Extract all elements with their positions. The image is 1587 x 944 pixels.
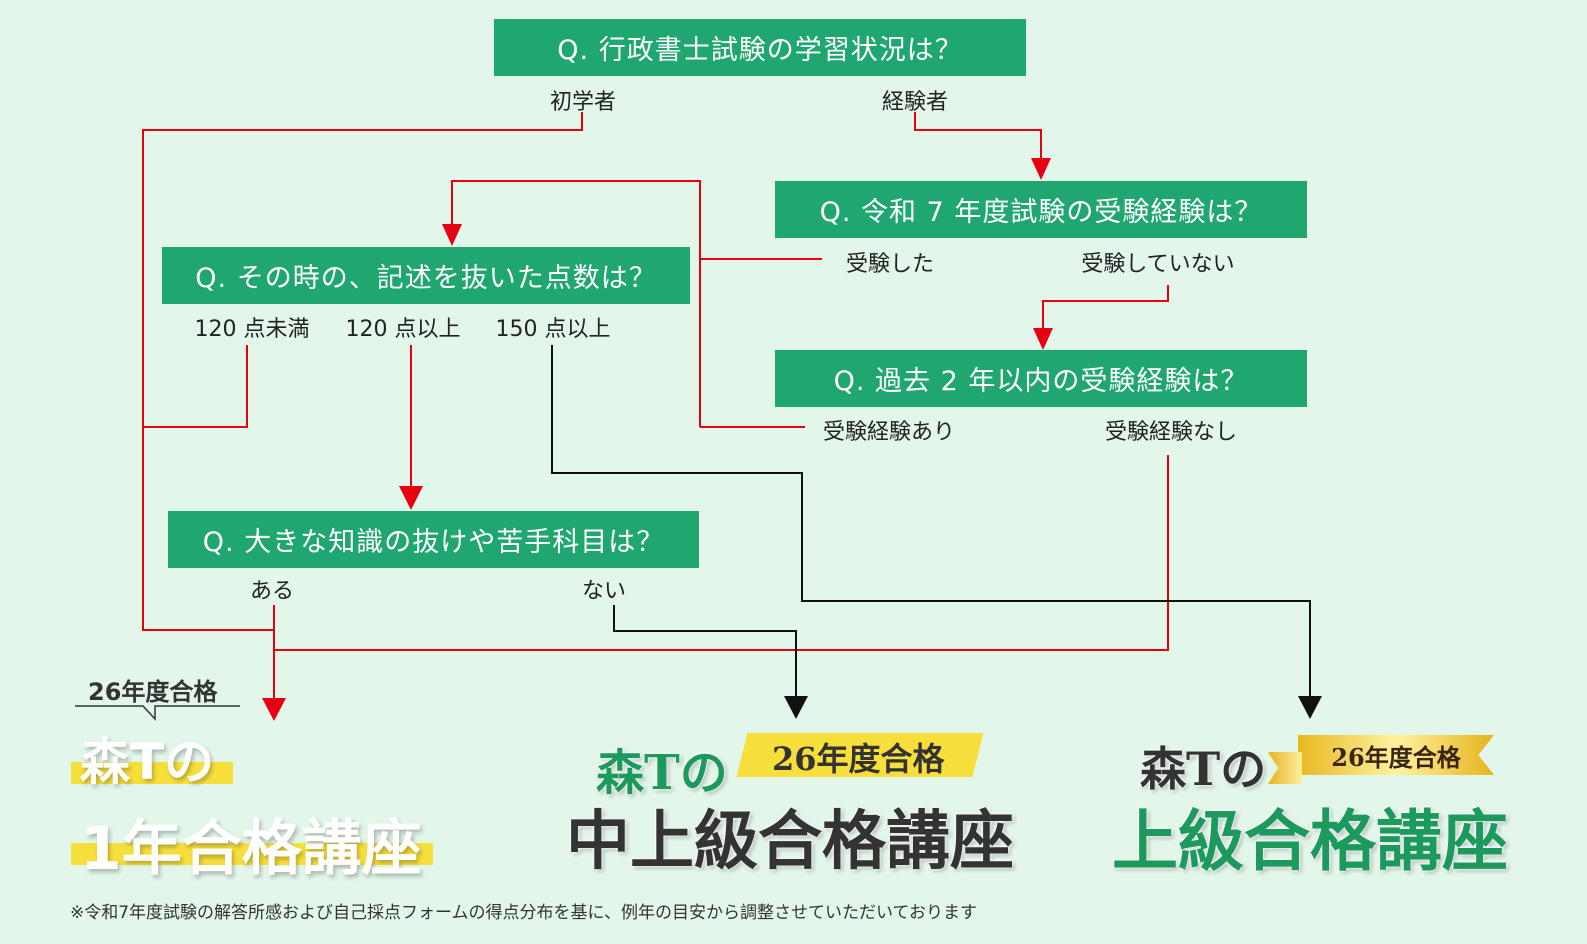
connector-to-q3 bbox=[451, 180, 701, 427]
option-took-exam[interactable]: 受験した bbox=[845, 252, 935, 277]
result-1-line1: 森Tの bbox=[80, 733, 215, 791]
option-under-120[interactable]: 120 点未満 bbox=[194, 317, 310, 342]
option-150-plus[interactable]: 150 点以上 bbox=[495, 317, 611, 342]
option-no-experience[interactable]: 受験経験なし bbox=[1104, 420, 1238, 445]
question-knowledge-gaps: Q. 大きな知識の抜けや苦手科目は？ bbox=[168, 511, 699, 568]
option-120-plus[interactable]: 120 点以上 bbox=[345, 317, 461, 342]
question-past-2-years: Q. 過去 2 年以内の受験経験は？ bbox=[775, 350, 1307, 407]
connector-under-120 bbox=[143, 345, 248, 428]
question-score: Q. その時の、記述を抜いた点数は？ bbox=[162, 247, 690, 304]
result-3-line1: 森Tの bbox=[1140, 742, 1267, 796]
option-experienced[interactable]: 経験者 bbox=[881, 90, 949, 115]
highlight-bar bbox=[71, 762, 233, 784]
option-not-taken[interactable]: 受験していない bbox=[1081, 252, 1235, 277]
result-1-tag: 26年度合格 bbox=[88, 678, 218, 706]
result-3-tag: 26年度合格 bbox=[1298, 735, 1494, 775]
option-yes-gap[interactable]: ある bbox=[249, 579, 295, 604]
result-1-line2: 1年合格講座 bbox=[80, 814, 422, 884]
result-2-line1: 森Tの bbox=[596, 745, 728, 801]
result-3-line2: 上級合格講座 bbox=[1112, 802, 1508, 880]
result-2-line2: 中上級合格講座 bbox=[566, 804, 1014, 879]
highlight-bar bbox=[71, 843, 433, 865]
connector-no-experience bbox=[274, 455, 1169, 651]
result-2-tag: 26年度合格 bbox=[772, 740, 945, 778]
option-no-gap[interactable]: ない bbox=[581, 579, 627, 604]
footnote: ※令和7年度試験の解答所感および自己採点フォームの得点分布を基に、例年の目安から… bbox=[70, 903, 978, 923]
connector-no-gap bbox=[613, 605, 797, 698]
speech-tail-icon bbox=[75, 705, 240, 721]
question-study-status: Q. 行政書士試験の学習状況は？ bbox=[494, 19, 1026, 76]
question-r7-exam: Q. 令和 7 年度試験の受験経験は？ bbox=[775, 181, 1307, 238]
option-beginner[interactable]: 初学者 bbox=[549, 90, 617, 115]
connector-beginner bbox=[142, 112, 583, 631]
option-had-experience[interactable]: 受験経験あり bbox=[822, 420, 956, 445]
connector-150-plus bbox=[551, 345, 1311, 698]
connector-experienced bbox=[914, 112, 1042, 160]
connector-not-taken bbox=[1042, 285, 1169, 330]
